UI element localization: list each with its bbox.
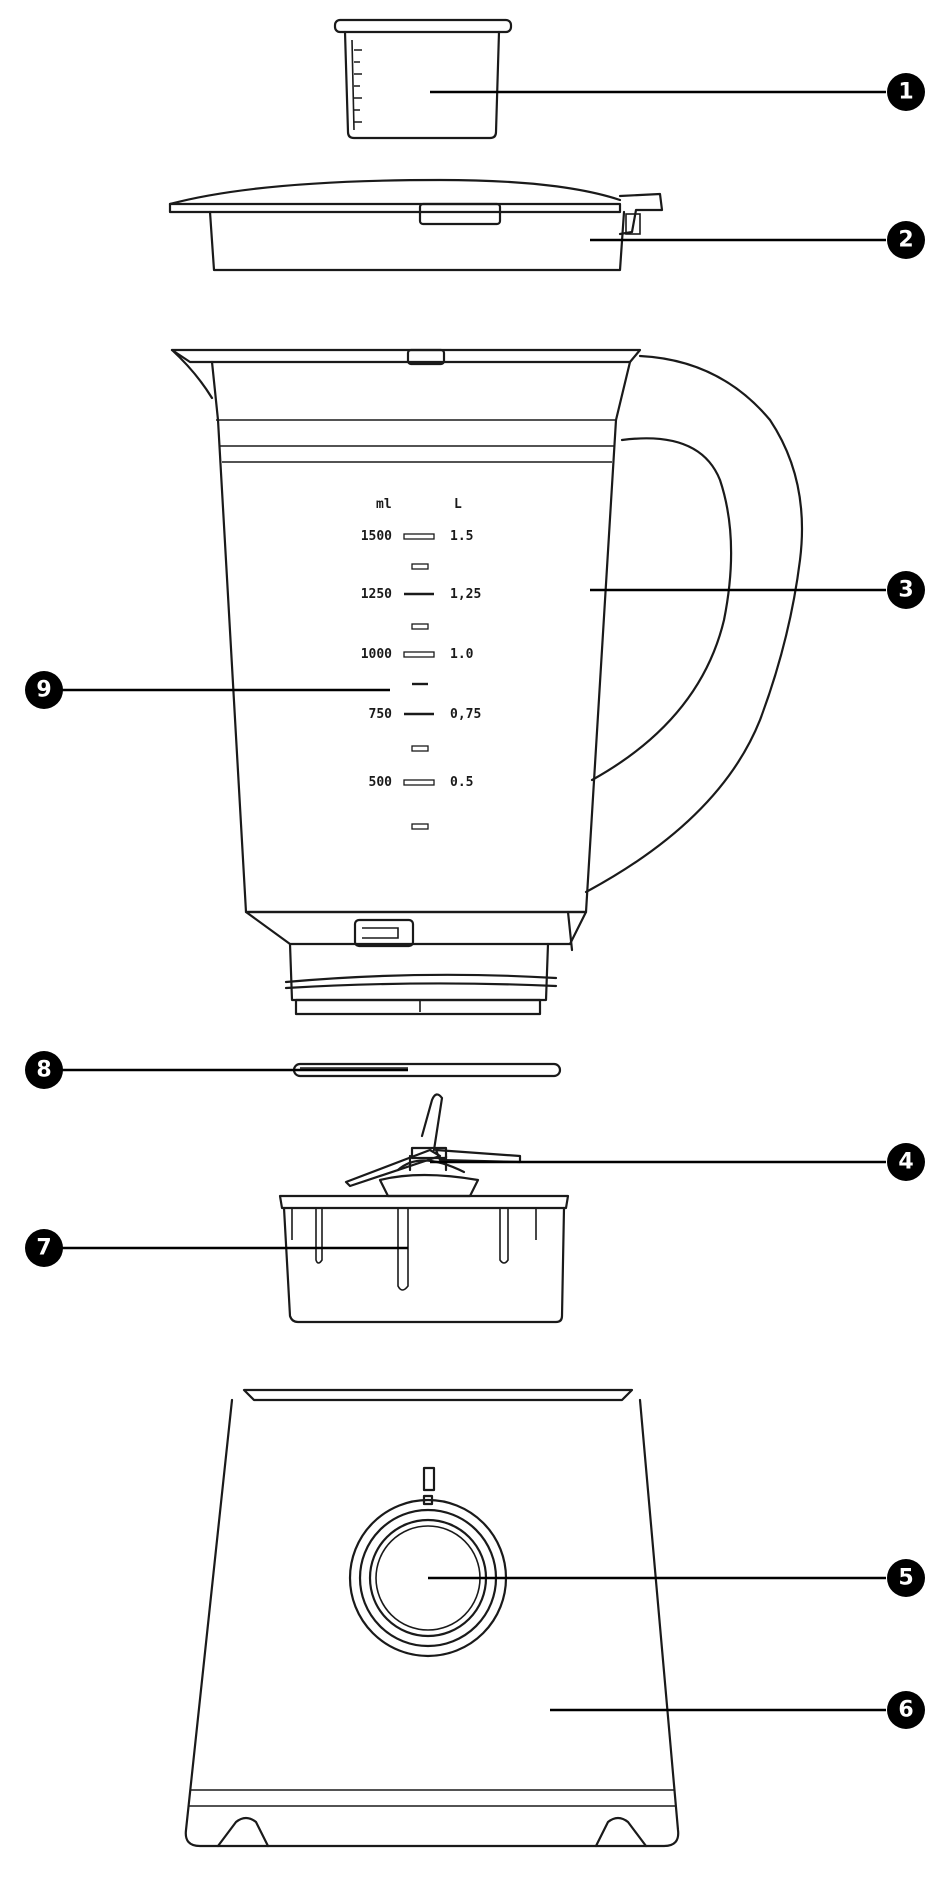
scale-tick-minor bbox=[411, 745, 429, 752]
lid bbox=[168, 178, 664, 272]
scale-mark-l: 1.0 bbox=[450, 647, 474, 662]
callout-number: 1 bbox=[898, 80, 913, 105]
callout-badge-9: 9 bbox=[25, 671, 63, 709]
control-knob bbox=[348, 1494, 508, 1658]
scale-mark-ml: 1000 bbox=[361, 647, 392, 662]
callout-badge-6: 6 bbox=[887, 1691, 925, 1729]
scale-unit-l: L bbox=[454, 497, 462, 512]
callout-badge-2: 2 bbox=[887, 221, 925, 259]
scale-tick-minor bbox=[411, 823, 429, 830]
scale-mark-ml: 1250 bbox=[361, 587, 392, 602]
scale-unit-ml: ml bbox=[376, 497, 392, 512]
callout-badge-8: 8 bbox=[25, 1051, 63, 1089]
blade-housing bbox=[278, 1194, 570, 1324]
callout-lines bbox=[62, 90, 886, 1712]
callout-badge-5: 5 bbox=[887, 1559, 925, 1597]
scale-mark-l: 1.5 bbox=[450, 529, 473, 544]
jug-measuring-scale: ml L 1500 1.5 1250 1,25 1000 1.0 750 0,7… bbox=[361, 497, 481, 830]
scale-tick-minor bbox=[411, 623, 429, 630]
scale-tick bbox=[403, 779, 435, 786]
motor-base bbox=[184, 1388, 680, 1848]
callout-number: 7 bbox=[36, 1236, 51, 1261]
callout-badge-3: 3 bbox=[887, 571, 925, 609]
measuring-cup bbox=[333, 18, 513, 140]
callout-number: 3 bbox=[898, 578, 913, 603]
jug bbox=[170, 348, 804, 1016]
callout-number: 9 bbox=[36, 678, 51, 703]
scale-tick bbox=[403, 533, 435, 540]
scale-mark-ml: 1500 bbox=[361, 529, 392, 544]
scale-tick bbox=[403, 651, 435, 658]
scale-mark-l: 0.5 bbox=[450, 775, 473, 790]
scale-mark-ml: 750 bbox=[369, 707, 393, 722]
scale-mark-l: 1,25 bbox=[450, 587, 481, 602]
scale-mark-ml: 500 bbox=[369, 775, 393, 790]
callout-number: 8 bbox=[36, 1058, 51, 1083]
scale-tick-minor bbox=[411, 563, 429, 570]
callout-badge-4: 4 bbox=[887, 1143, 925, 1181]
callout-number: 6 bbox=[898, 1698, 913, 1723]
callout-number: 5 bbox=[898, 1566, 913, 1591]
scale-mark-l: 0,75 bbox=[450, 707, 481, 722]
blade-assembly bbox=[344, 1093, 522, 1198]
callout-number: 4 bbox=[898, 1150, 913, 1175]
callout-badge-1: 1 bbox=[887, 73, 925, 111]
callout-number: 2 bbox=[898, 228, 913, 253]
callout-badge-7: 7 bbox=[25, 1229, 63, 1267]
